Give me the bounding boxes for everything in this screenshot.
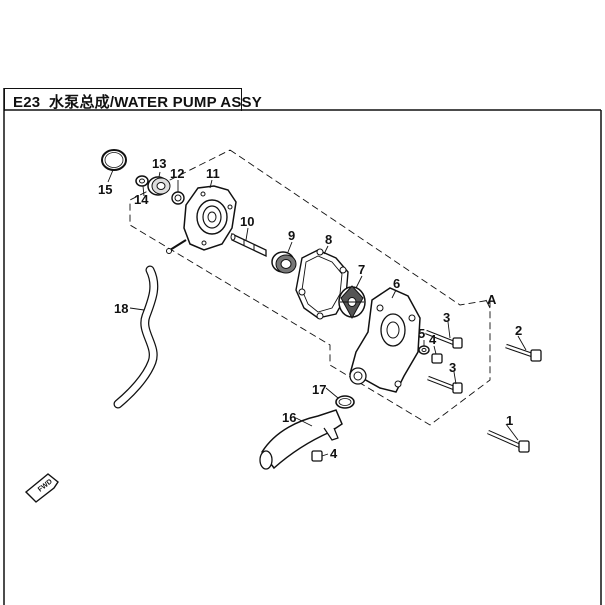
bolt-upper (425, 329, 463, 349)
callout-18: 18 (114, 301, 128, 316)
title-block: E23 水泵总成/WATER PUMP ASSY (4, 88, 262, 111)
title-code: E23 (13, 94, 41, 111)
callout-8: 8 (325, 232, 332, 247)
callout-5: 5 (418, 326, 425, 341)
bolt-lower (427, 375, 463, 394)
drain-bolt-upper (431, 353, 443, 364)
assembly-boundary (129, 149, 491, 426)
callout-4-upper: 4 (429, 332, 437, 347)
pump-cover (166, 185, 237, 254)
callout-12: 12 (170, 166, 184, 181)
long-bolt-2 (505, 343, 542, 362)
callout-labels: 1 2 3 3 4 4 5 6 7 8 9 10 11 12 13 14 15 … (98, 156, 522, 461)
coolant-hose (113, 265, 159, 409)
callout-15: 15 (98, 182, 112, 197)
reference-mark-a: A (487, 292, 497, 307)
leader-lines (107, 169, 527, 457)
callout-10: 10 (240, 214, 254, 229)
callout-3-lower: 3 (449, 360, 456, 375)
outlet-elbow (259, 409, 343, 470)
washer-small (135, 175, 149, 187)
callout-1: 1 (506, 413, 513, 428)
o-ring-outlet (335, 395, 355, 409)
callout-3-upper: 3 (443, 310, 450, 325)
long-bolt-1 (487, 429, 530, 453)
callout-6: 6 (393, 276, 400, 291)
callout-14: 14 (134, 192, 149, 207)
bolt-outlet (311, 450, 323, 462)
impeller (338, 285, 366, 320)
oil-seal (171, 191, 185, 205)
mechanical-seal (271, 251, 297, 274)
callout-17: 17 (312, 382, 326, 397)
copper-washer (418, 345, 430, 355)
pump-body (349, 287, 421, 393)
callout-9: 9 (288, 228, 295, 243)
callout-4-lower: 4 (330, 446, 338, 461)
callout-2: 2 (515, 323, 522, 338)
forward-arrow-icon: FWD (24, 473, 59, 503)
o-ring-large (101, 149, 127, 171)
callout-7: 7 (358, 262, 365, 277)
callout-16: 16 (282, 410, 296, 425)
bearing (147, 176, 171, 196)
callout-13: 13 (152, 156, 166, 171)
title-name: 水泵总成/WATER PUMP ASSY (49, 94, 262, 111)
callout-11: 11 (206, 166, 220, 181)
pump-shaft (230, 232, 267, 258)
title-text: E23 水泵总成/WATER PUMP ASSY (13, 91, 262, 112)
